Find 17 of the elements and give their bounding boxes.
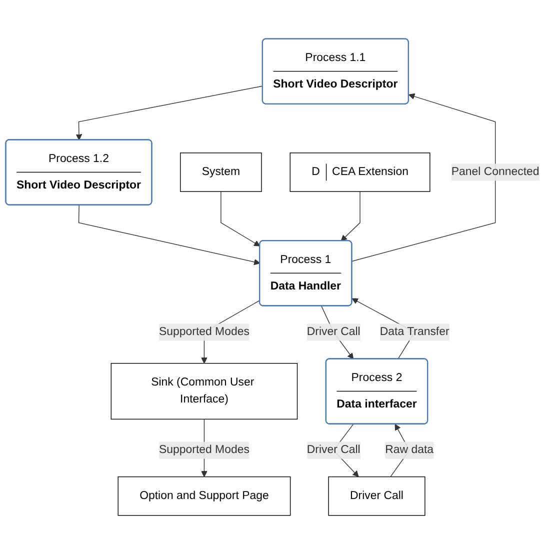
edge-label: Driver Call <box>306 444 360 456</box>
node-box: System <box>180 152 262 192</box>
arrow <box>352 93 496 262</box>
node-box: Option and Support Page <box>118 476 291 516</box>
edge-label: Raw data <box>385 444 434 456</box>
node-box: Driver Call <box>328 476 426 516</box>
edge-label: Data Transfer <box>380 326 450 338</box>
edge-label: Supported Modes <box>159 444 250 456</box>
node-box: D CEA Extension <box>290 152 430 192</box>
arrow <box>340 191 360 242</box>
arrow <box>76 86 264 140</box>
edge-label: Supported Modes <box>159 326 250 338</box>
arrow <box>220 191 260 246</box>
arrow <box>78 204 260 265</box>
edge-label: Driver Call <box>306 326 360 338</box>
edge-label: Panel Connected <box>451 166 540 178</box>
node-box: Sink (Common User Interface) <box>110 362 298 420</box>
